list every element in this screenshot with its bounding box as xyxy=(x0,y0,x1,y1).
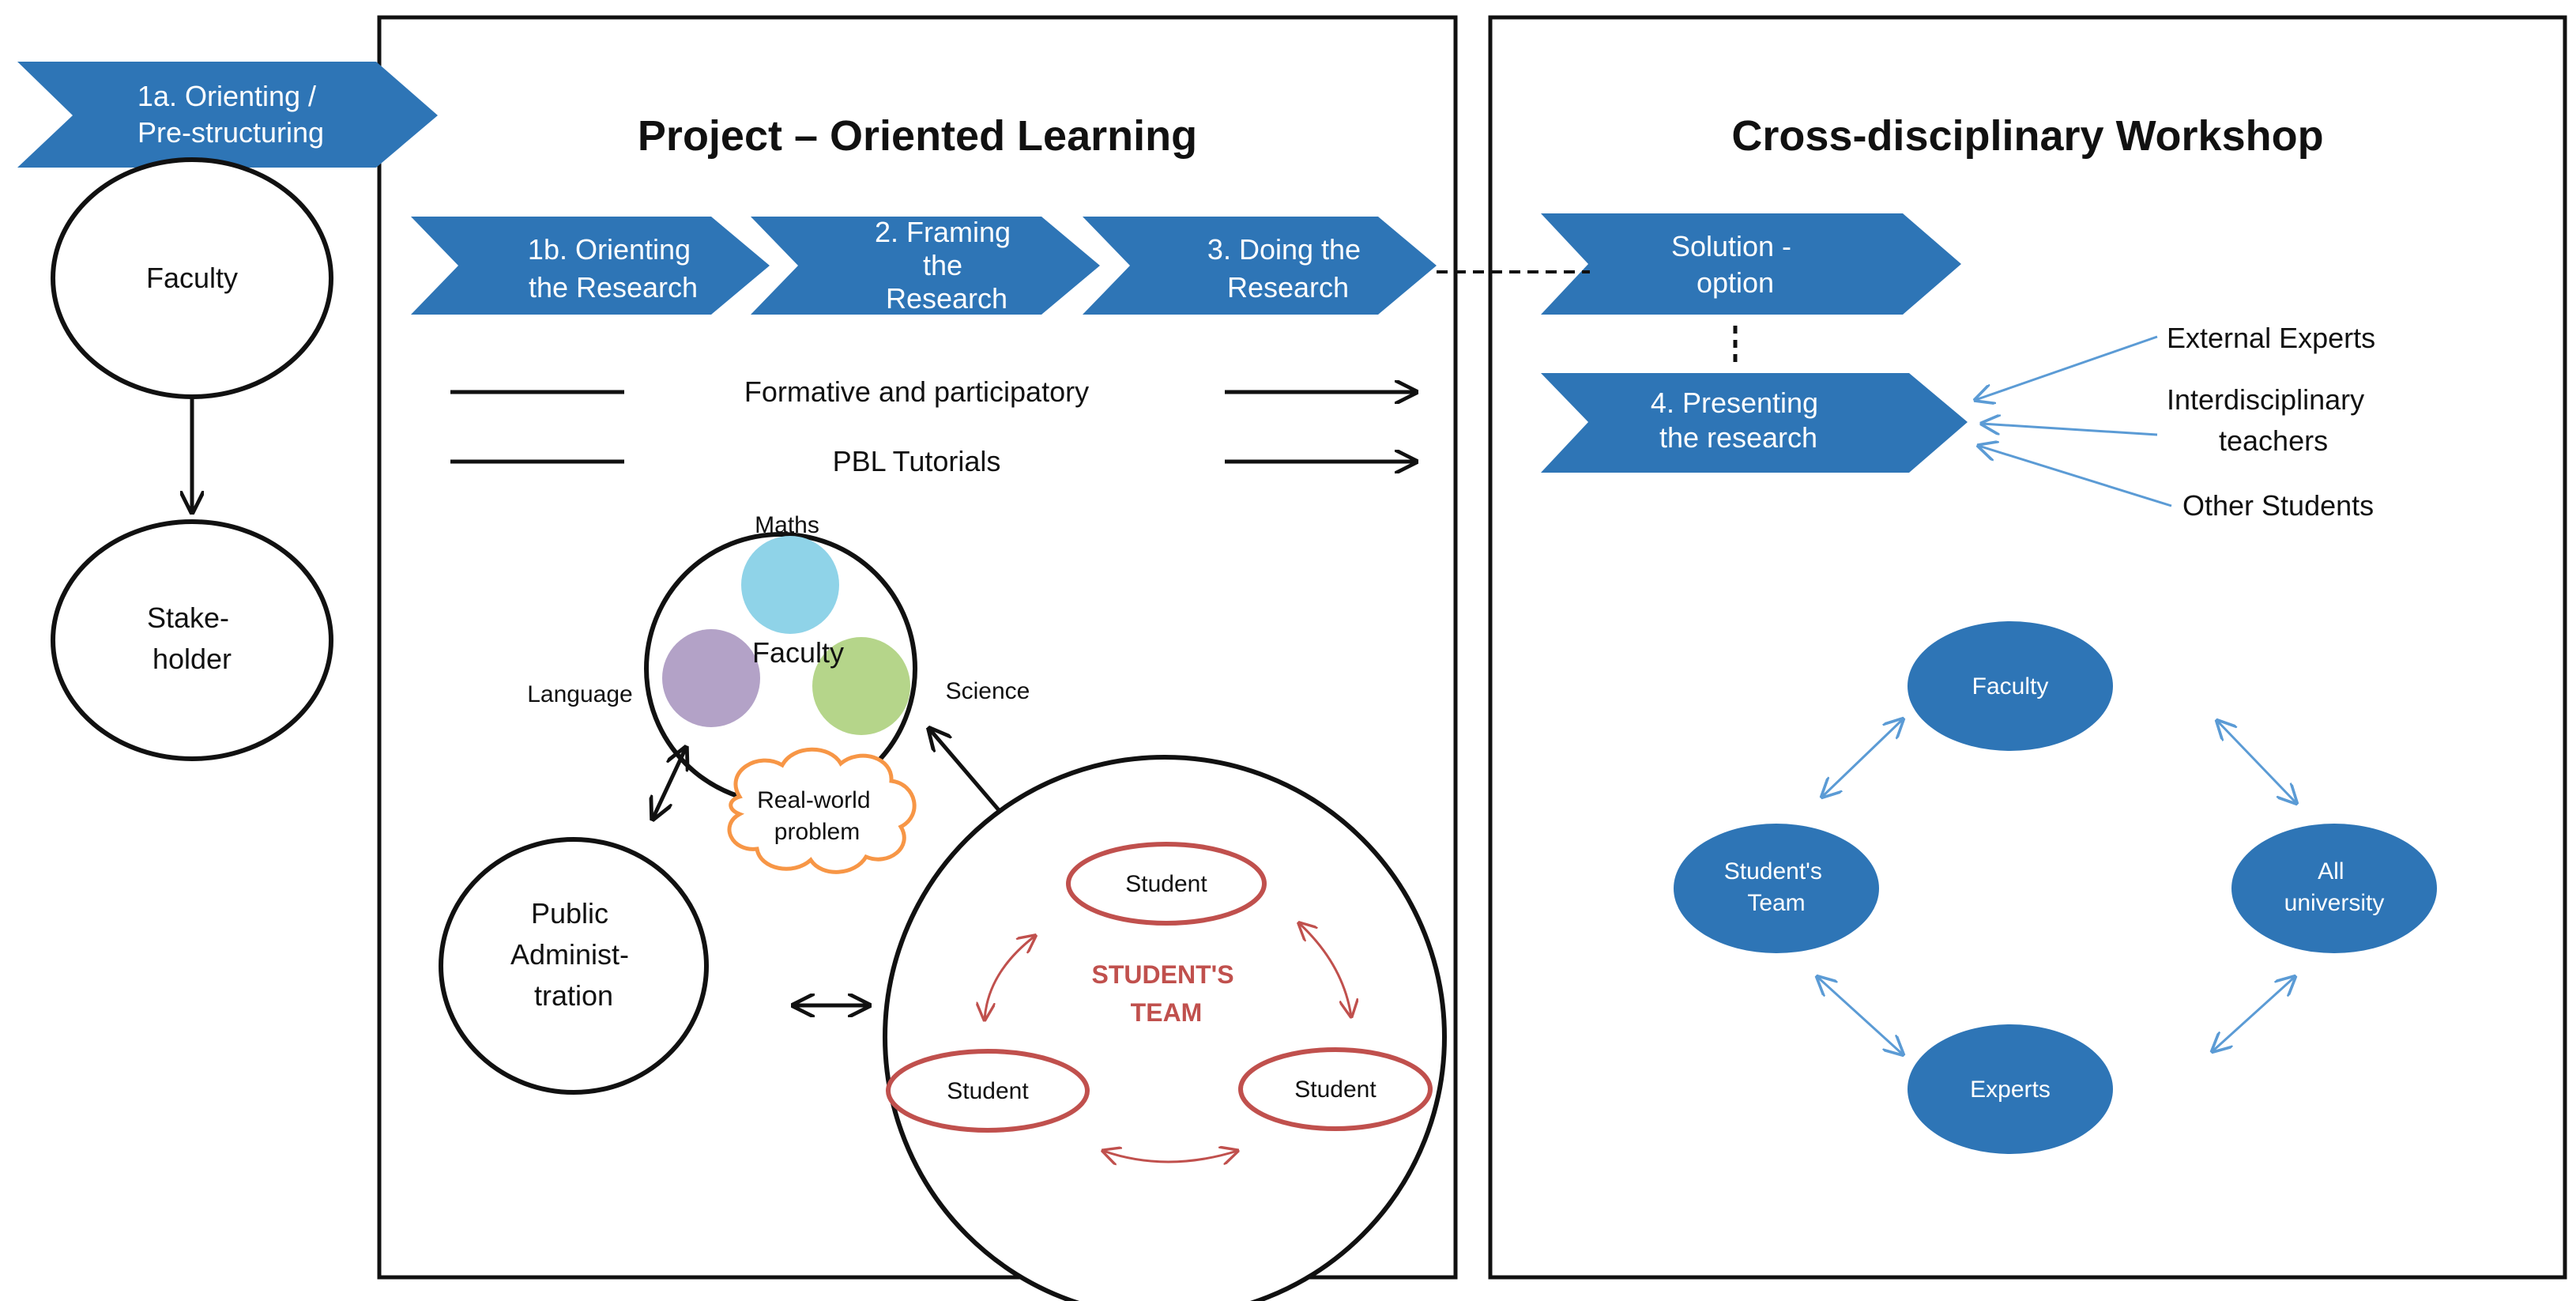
stakeholder-label: Stake- holder xyxy=(147,601,237,675)
step-1b-chevron: 1b. Orienting the Research xyxy=(411,217,770,315)
students-team-group: Student Student Student STUDENT'S TEAM xyxy=(883,755,1447,1301)
step-2-line-2: the xyxy=(923,249,962,281)
students-team-line-1: Student's xyxy=(1724,858,1822,884)
cycle-faculty-node xyxy=(1908,621,2113,751)
stakeholder-circle xyxy=(51,519,333,761)
pol-title: Project – Oriented Learning xyxy=(638,112,1197,160)
public-admin-line-3: tration xyxy=(534,979,613,1012)
step-1a-line-1: 1a. Orienting / xyxy=(137,80,316,112)
pbl-label: PBL Tutorials xyxy=(833,445,1001,477)
workshop-cycle: Faculty All university Experts Student's… xyxy=(1674,621,2437,1154)
interdisciplinary-arrow xyxy=(1982,424,2158,436)
maths-bubble xyxy=(741,536,839,634)
interdisciplinary-label-line-2: teachers xyxy=(2219,424,2328,457)
maths-label: Maths xyxy=(755,512,819,538)
formative-track: Formative and participatory xyxy=(450,375,1416,408)
cycle-all-university-node xyxy=(2231,824,2437,953)
step-3-line-1: 3. Doing the xyxy=(1207,233,1361,266)
real-world-line-1: Real-world xyxy=(757,787,870,813)
all-university-line-2: university xyxy=(2284,890,2385,916)
students-team-label: STUDENT'S TEAM xyxy=(1092,960,1241,1027)
external-experts-label: External Experts xyxy=(2167,322,2375,354)
all-university-line-1: All xyxy=(2318,858,2344,884)
real-world-problem-cloud: Real-world problem xyxy=(727,747,917,874)
left-faculty-label: Faculty xyxy=(146,262,238,294)
svg-text:4. Presenting the resear: 4. Presenting the research xyxy=(1651,387,1826,454)
cdw-title: Cross-disciplinary Workshop xyxy=(1731,112,2323,160)
solution-line-1: Solution - xyxy=(1671,230,1791,262)
other-students-label: Other Students xyxy=(2182,489,2374,522)
team-line-1: STUDENT'S xyxy=(1092,960,1234,989)
team-arrow-right xyxy=(1299,923,1351,1016)
real-world-line-2: problem xyxy=(774,819,860,845)
step-3-line-2: Research xyxy=(1227,271,1349,304)
language-label: Language xyxy=(527,681,632,707)
cycle-students-team-node xyxy=(1674,824,1879,953)
cycle-arrow-faculty-university xyxy=(2217,721,2296,803)
stakeholder-line-2: holder xyxy=(153,643,232,675)
cycle-arrow-students-experts xyxy=(1817,977,1903,1054)
student-left-label: Student xyxy=(947,1078,1029,1104)
step-4-line-1: 4. Presenting xyxy=(1651,387,1818,419)
public-admin-line-1: Public xyxy=(531,897,608,930)
public-admin-line-2: Administ- xyxy=(510,938,629,971)
public-administration-label: Public Administ- tration xyxy=(510,897,637,1012)
interdisciplinary-label-line-1: Interdisciplinary xyxy=(2167,383,2364,416)
solution-option-chevron: Solution - option xyxy=(1541,213,1961,315)
students-team-line-2: Team xyxy=(1747,890,1805,916)
cycle-arrow-faculty-students xyxy=(1822,719,1903,797)
student-left-oval xyxy=(886,1049,1090,1133)
step-1b-line-2: the Research xyxy=(529,271,698,304)
step-2-line-3: Research xyxy=(886,282,1007,315)
cycle-arrow-university-experts xyxy=(2213,977,2295,1051)
left-faculty-circle xyxy=(51,157,333,399)
science-label: Science xyxy=(946,678,1030,704)
step-2-chevron: 2. Framing the Research xyxy=(751,216,1100,315)
science-bubble xyxy=(812,637,910,735)
pbl-track: PBL Tutorials xyxy=(450,445,1416,477)
cycle-experts-node xyxy=(1908,1024,2113,1154)
step-4-chevron: 4. Presenting the research xyxy=(1541,373,1968,473)
faculty-admin-arrow xyxy=(653,748,686,819)
team-line-2: TEAM xyxy=(1131,998,1203,1027)
public-administration-circle xyxy=(439,837,709,1095)
svg-text:1b. Orienting the Resear: 1b. Orienting the Research xyxy=(528,233,699,304)
svg-text:Solution - option: Solution - option xyxy=(1671,230,1799,299)
cycle-experts-label: Experts xyxy=(1970,1077,2051,1103)
faculty-cluster-label: Faculty xyxy=(752,636,844,669)
cycle-all-university-label: All university xyxy=(2284,858,2385,916)
cycle-faculty-label: Faculty xyxy=(1972,673,2049,700)
step-1a-chevron: 1a. Orienting / Pre-structuring xyxy=(17,62,438,168)
other-students-arrow xyxy=(1979,446,2172,507)
team-arrow-left xyxy=(985,936,1035,1020)
team-arrow-bottom xyxy=(1103,1151,1237,1162)
external-experts-arrow xyxy=(1975,335,2158,400)
student-top-label: Student xyxy=(1125,871,1207,897)
language-bubble xyxy=(662,629,760,727)
stakeholder-line-1: Stake- xyxy=(147,601,229,634)
student-top-oval xyxy=(1066,842,1267,926)
real-world-label: Real-world problem xyxy=(757,787,877,845)
faculty-cluster: Faculty Maths Language Science xyxy=(527,512,1030,805)
svg-text:3. Doing the Research: 3. Doing the Research xyxy=(1207,233,1369,304)
cycle-students-team-label: Student's Team xyxy=(1724,858,1829,916)
svg-text:2. Framing the Res: 2. Framing the Research xyxy=(875,216,1019,315)
step-1b-line-1: 1b. Orienting xyxy=(528,233,691,266)
cdw-panel xyxy=(1488,15,2567,1280)
student-right-oval xyxy=(1238,1047,1433,1131)
step-4-line-2: the research xyxy=(1659,421,1817,454)
formative-label: Formative and participatory xyxy=(744,375,1089,408)
step-2-line-1: 2. Framing xyxy=(875,216,1011,248)
student-right-label: Student xyxy=(1294,1077,1377,1103)
svg-text:1a. Orienting / Pre-stru: 1a. Orienting / Pre-structuring xyxy=(137,80,324,149)
pol-panel xyxy=(377,15,1458,1280)
students-team-circle xyxy=(883,755,1447,1301)
solution-line-2: option xyxy=(1697,266,1774,299)
step-1a-line-2: Pre-structuring xyxy=(137,116,324,149)
step-3-chevron: 3. Doing the Research xyxy=(1083,217,1437,315)
